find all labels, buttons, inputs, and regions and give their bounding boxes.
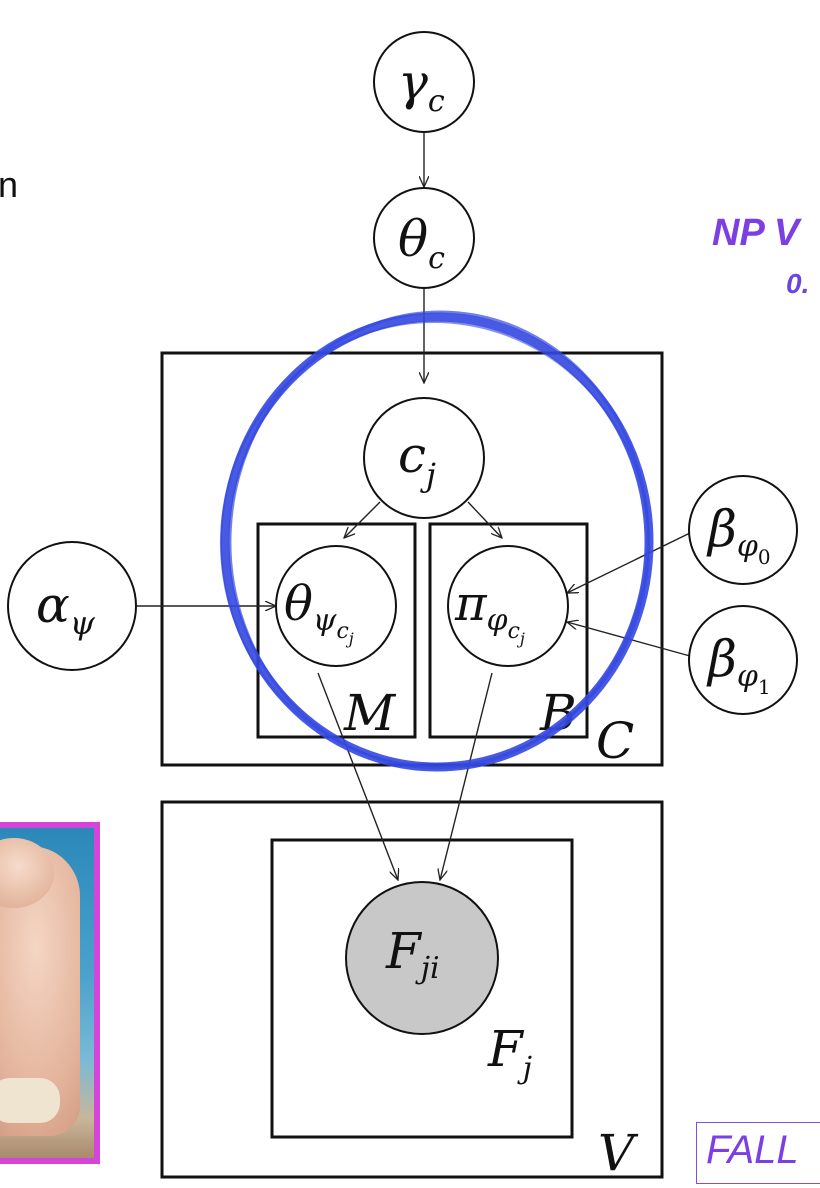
label-pi: π — [454, 576, 488, 632]
edge-pi-F — [440, 672, 493, 880]
svg-text:βφ0: βφ0 — [706, 500, 771, 569]
baby-diaper — [0, 1078, 60, 1123]
label-c: c — [398, 426, 426, 484]
label-theta-psi-subsub: c — [336, 619, 348, 644]
node-theta-c — [373, 187, 475, 289]
edge-c-pi-phi — [467, 501, 502, 538]
highlight-circle — [219, 310, 654, 772]
edge-beta0-pi — [567, 532, 691, 593]
label-beta1-sub: φ — [737, 659, 758, 694]
label-beta0-sub: φ — [737, 529, 758, 564]
baby-photo — [0, 822, 100, 1164]
plate-label-C: C — [596, 712, 634, 770]
label-beta1: β — [706, 630, 737, 688]
left-text-fragment: n — [0, 164, 19, 205]
plate-label-V: V — [598, 1124, 639, 1182]
node-theta-psi — [275, 545, 397, 667]
plate-label-M: M — [343, 684, 397, 742]
label-gamma: γ — [398, 53, 428, 111]
label-pi-subsubsub: j — [517, 629, 525, 648]
node-pi-phi — [447, 545, 569, 667]
svg-text:Fj: Fj — [487, 1020, 532, 1086]
plate-B — [428, 522, 589, 739]
label-beta0: β — [706, 500, 737, 558]
node-F-ji-observed — [345, 881, 499, 1035]
label-theta-c: θ — [398, 210, 428, 268]
svg-text:αψ: αψ — [36, 576, 96, 642]
node-beta-phi0 — [688, 475, 798, 585]
node-c-j — [363, 397, 485, 519]
label-beta0-subsub: 0 — [758, 545, 771, 569]
node-alpha-psi — [7, 541, 137, 671]
svg-text:θc: θc — [398, 210, 445, 276]
fall-label-box — [696, 1122, 820, 1184]
label-theta-psi: θ — [284, 576, 313, 632]
fall-label-fragment: FALL — [706, 1128, 799, 1172]
edge-theta-psi-F — [317, 672, 398, 880]
plate-F-j — [270, 838, 574, 1139]
svg-text:πφcj: πφcj — [454, 576, 525, 648]
label-theta-psi-subsubsub: j — [346, 629, 354, 648]
node-gamma-c — [373, 31, 475, 133]
node-beta-phi1 — [688, 605, 798, 715]
label-pi-sub: φ — [487, 603, 508, 638]
label-alpha-sub: ψ — [70, 604, 96, 642]
label-alpha: α — [36, 576, 70, 634]
plate-V — [160, 800, 664, 1179]
svg-text:βφ1: βφ1 — [706, 630, 771, 699]
label-beta1-subsub: 1 — [758, 675, 771, 699]
svg-text:θψcj: θψcj — [284, 576, 354, 648]
right-subtext-fragment: 0. — [786, 268, 810, 299]
plate-label-F: F — [487, 1020, 525, 1078]
label-theta-psi-sub: ψ — [313, 603, 337, 638]
label-gamma-sub: c — [428, 84, 445, 119]
label-theta-c-sub: c — [428, 241, 445, 276]
right-heading-fragment: NP V — [712, 212, 800, 254]
edge-c-theta-psi — [344, 501, 381, 538]
label-F-ji: F — [385, 922, 423, 980]
label-pi-subsub: c — [508, 619, 520, 644]
svg-text:γc: γc — [398, 53, 445, 119]
